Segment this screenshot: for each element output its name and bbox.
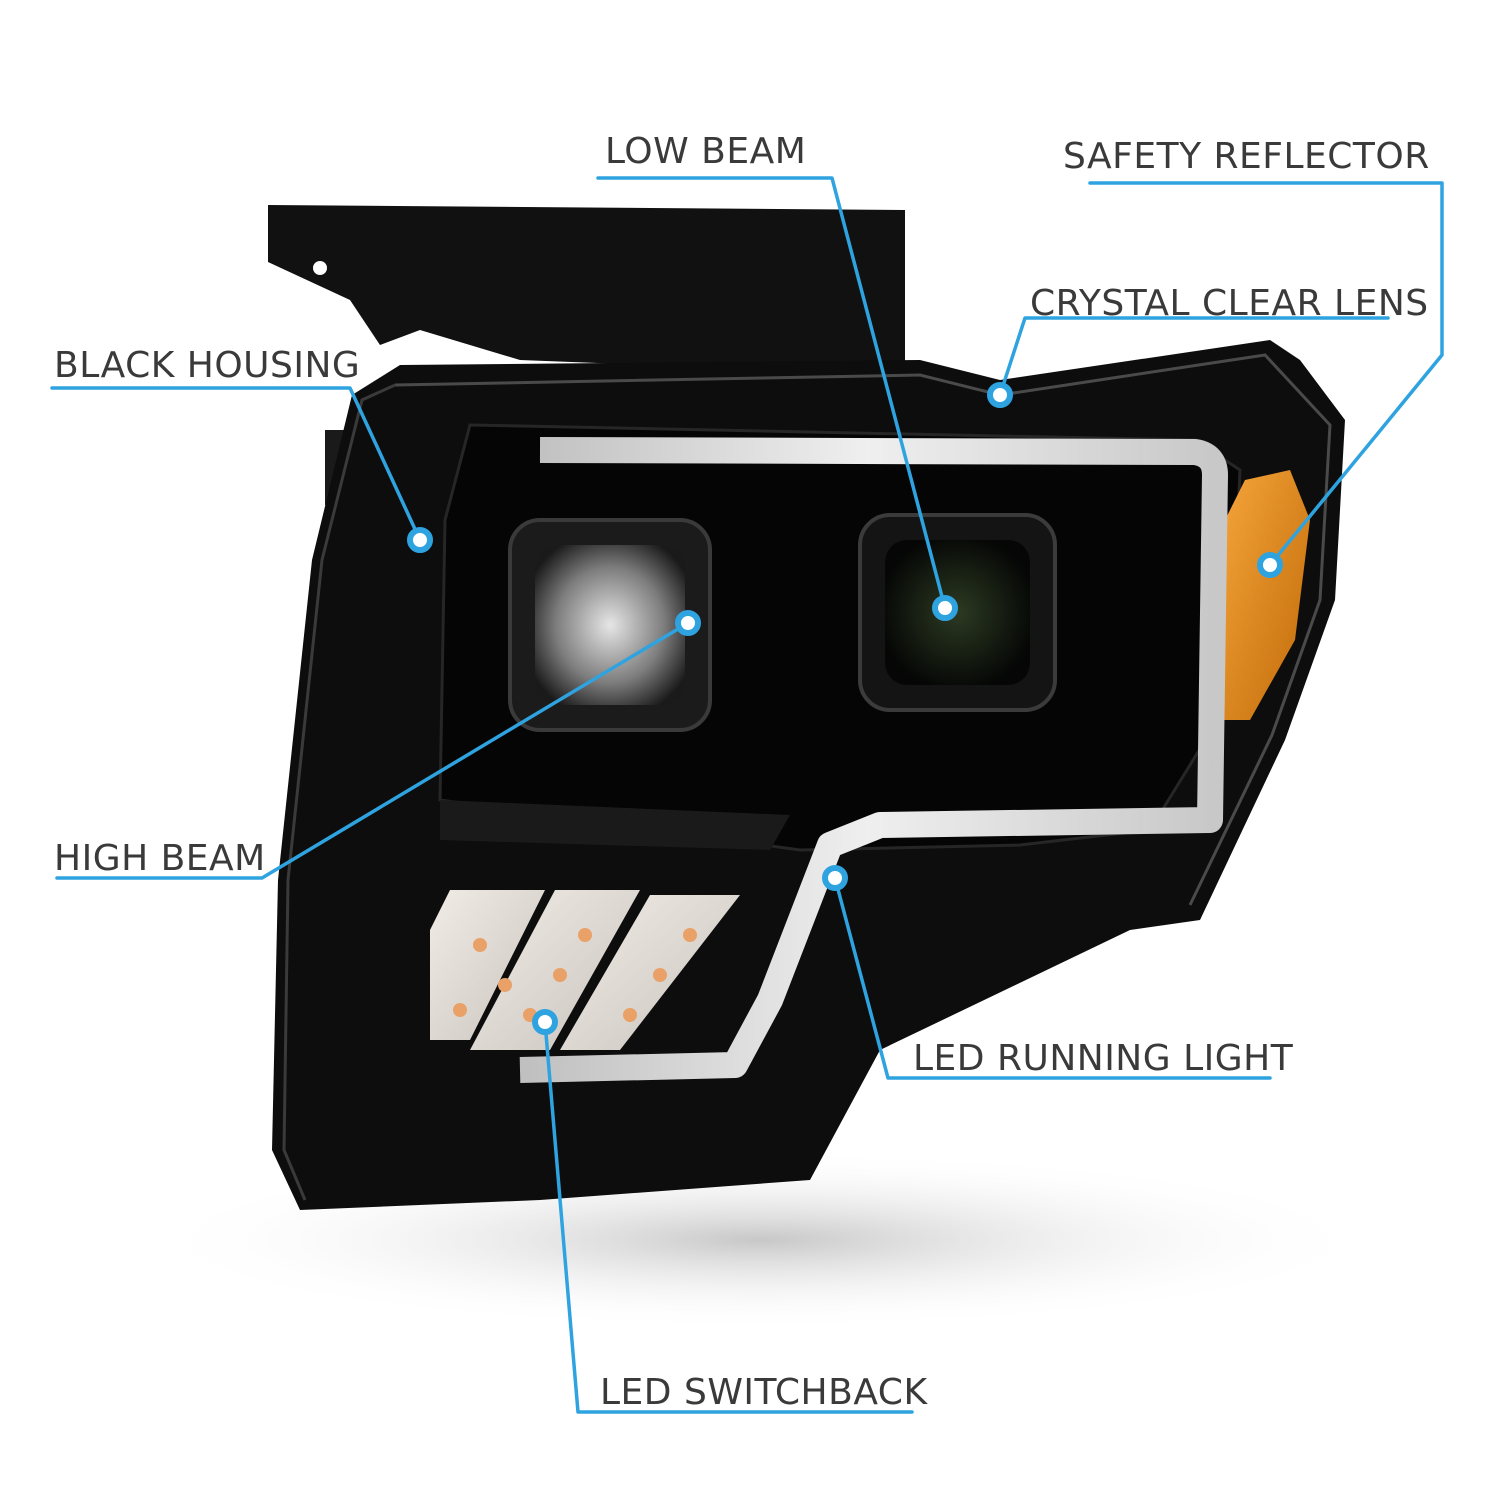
label-high-beam: HIGH BEAM xyxy=(54,838,266,879)
high-beam-reflector xyxy=(535,545,685,705)
label-led-switchback: LED SWITCHBACK xyxy=(600,1372,928,1413)
dot-high-beam xyxy=(675,610,701,636)
leader-led-switchback xyxy=(543,1020,914,1414)
leader-safety-reflector xyxy=(1088,181,1444,567)
switchback-block-1 xyxy=(430,890,545,1040)
lens-edge xyxy=(394,353,1332,906)
switchback-block-2 xyxy=(470,890,640,1050)
led-light-bar xyxy=(519,437,1228,1083)
lens-edge-left xyxy=(282,383,396,1201)
label-black-housing: BLACK HOUSING xyxy=(54,345,360,386)
lower-trim xyxy=(440,800,790,850)
dot-led-running-light xyxy=(822,865,848,891)
label-low-beam: LOW BEAM xyxy=(605,131,806,172)
switchback-module xyxy=(430,890,740,1050)
dot-safety-reflector xyxy=(1257,552,1283,578)
dot-crystal-clear-lens xyxy=(987,382,1013,408)
bracket-hole xyxy=(313,261,327,275)
callout-leaders xyxy=(50,176,1444,1414)
amber-side-marker xyxy=(1222,470,1310,720)
label-crystal-clear-lens: CRYSTAL CLEAR LENS xyxy=(1030,283,1429,324)
leader-led-running-light xyxy=(833,876,1272,1080)
low-beam-projector xyxy=(885,540,1030,685)
switchback-led-dots xyxy=(453,928,697,1022)
label-safety-reflector: SAFETY REFLECTOR xyxy=(1063,136,1430,177)
leader-high-beam xyxy=(55,621,690,880)
label-led-running-light: LED RUNNING LIGHT xyxy=(913,1038,1294,1079)
headlight-unit xyxy=(268,205,1345,1210)
dot-led-switchback xyxy=(532,1009,558,1035)
dot-black-housing xyxy=(407,527,433,553)
callout-dots xyxy=(407,382,1283,1035)
mounting-bracket xyxy=(268,205,905,375)
leader-crystal-clear-lens xyxy=(998,316,1390,397)
leader-low-beam xyxy=(596,176,947,610)
dot-low-beam xyxy=(932,595,958,621)
callout-labels: LOW BEAM SAFETY REFLECTOR CRYSTAL CLEAR … xyxy=(54,131,1430,1413)
leader-black-housing xyxy=(50,386,422,542)
